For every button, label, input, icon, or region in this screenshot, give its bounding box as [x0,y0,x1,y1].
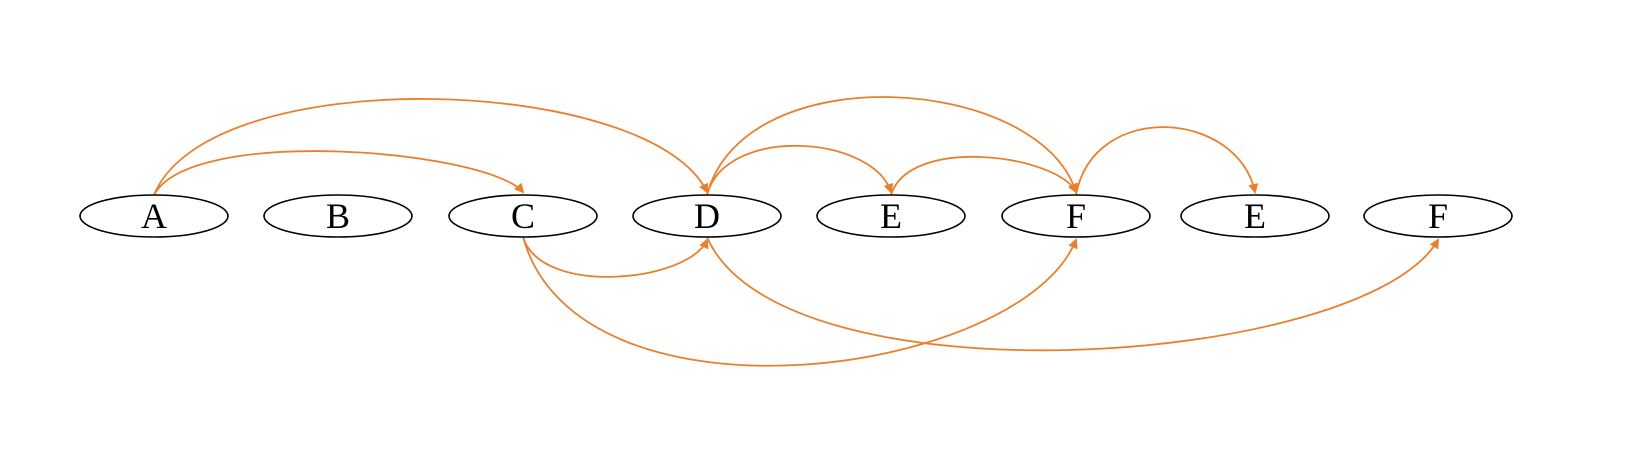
node-label: C [511,196,535,236]
node-ellipse [632,194,782,238]
node-ellipse [1363,194,1513,238]
edge-n4-to-n5 [706,144,894,196]
edge-n3-to-n4 [522,236,709,278]
node-n3: C [448,194,598,238]
node-ellipse [816,194,966,238]
node-n5: E [816,194,966,238]
edge-n5-to-n6 [890,156,1077,196]
node-n2: B [263,194,413,238]
edge-n3-to-n6 [522,236,1078,367]
node-label: E [1244,196,1266,236]
edge-n4-to-n6 [706,96,1079,196]
node-label: F [1066,196,1086,236]
node-ellipse [1180,194,1330,238]
node-ellipse [79,194,229,238]
node-n4: D [632,194,782,238]
node-label: B [326,196,350,236]
node-n1: A [79,194,229,238]
node-ellipse [263,194,413,238]
node-ellipse [448,194,598,238]
node-label: F [1428,196,1448,236]
edge-n1-to-n3 [153,150,525,196]
node-n7: E [1180,194,1330,238]
node-label: D [694,196,720,236]
node-label: A [141,196,167,236]
edge-n1-to-n4 [153,98,709,196]
edges-layer [153,96,1440,367]
node-label: E [880,196,902,236]
edge-n4-to-n8 [706,236,1440,352]
node-n8: F [1363,194,1513,238]
node-ellipse [1001,194,1151,238]
edge-n6-to-n7 [1075,126,1259,196]
node-n6: F [1001,194,1151,238]
